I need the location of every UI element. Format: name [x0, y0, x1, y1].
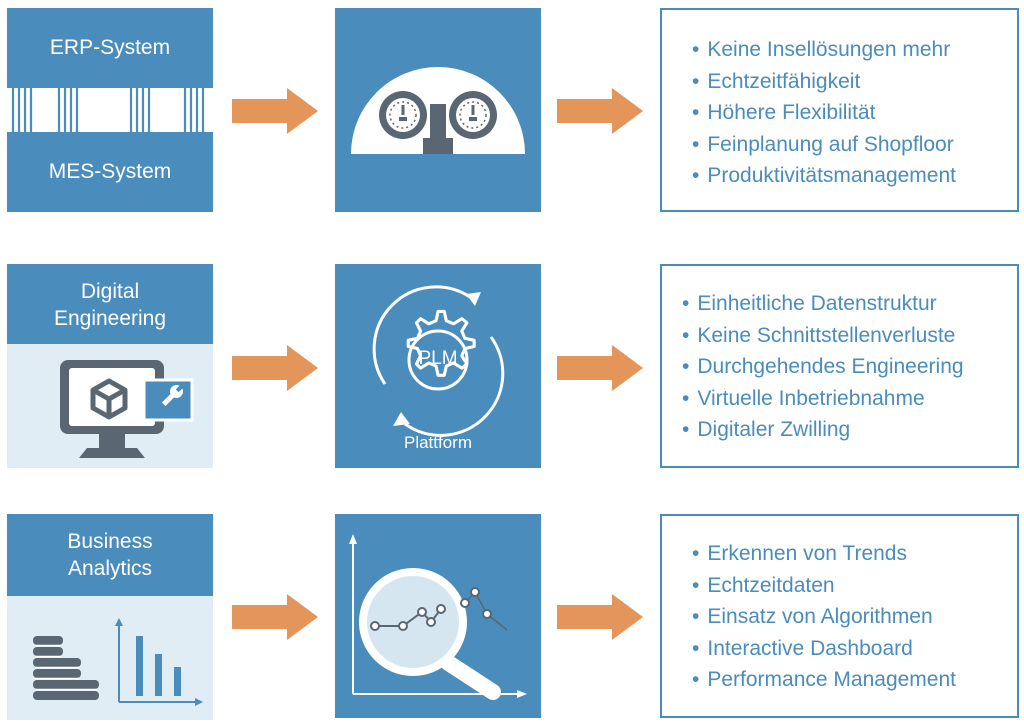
plm-platform-box: PLM Plattform [335, 264, 541, 468]
mes-system-box: MES-System [7, 132, 213, 212]
mes-system-label: MES-System [48, 160, 172, 183]
plattform-label: Plattform [403, 433, 473, 452]
benefit-item: Feinplanung auf Shopfloor [692, 129, 956, 161]
benefit-item: Höhere Flexibilität [692, 97, 956, 129]
digital-engineering-block: Digital Engineering [7, 264, 213, 468]
arrow-right-icon [557, 594, 643, 640]
benefit-item: Keine Insellösungen mehr [692, 34, 956, 66]
benefits-list: Einheitliche Datenstruktur Keine Schnitt… [682, 288, 964, 446]
business-analytics-header: Business Analytics [7, 514, 213, 596]
coins-bar-chart-icon [33, 618, 203, 706]
benefit-item: Performance Management [692, 664, 956, 696]
benefit-item: Erkennen von Trends [692, 538, 956, 570]
benefits-box: Erkennen von Trends Echtzeitdaten Einsat… [660, 514, 1019, 718]
benefits-box: Keine Insellösungen mehr Echtzeitfähigke… [660, 8, 1019, 212]
erp-system-box: ERP-System [7, 8, 213, 88]
arrow-right-icon [232, 345, 318, 391]
benefit-item: Digitaler Zwilling [682, 414, 964, 446]
digital-engineering-title: Digital Engineering [53, 280, 167, 330]
benefit-item: Virtuelle Inbetriebnahme [682, 383, 964, 415]
arrow-right-icon [232, 88, 318, 134]
erp-system-label: ERP-System [49, 36, 171, 59]
benefit-item: Interactive Dashboard [692, 633, 956, 665]
benefit-item: Einsatz von Algorithmen [692, 601, 956, 633]
magnifier-chart-icon [349, 534, 527, 700]
connection-lines-icon [11, 88, 205, 132]
gauge-dashboard-icon [351, 67, 525, 154]
erp-mes-block: ERP-System MES-System [7, 8, 213, 212]
benefit-item: Echtzeitfähigkeit [692, 66, 956, 98]
benefits-list: Erkennen von Trends Echtzeitdaten Einsat… [692, 538, 956, 696]
gear-cycle-icon [372, 285, 505, 437]
business-analytics-title: Business Analytics [67, 530, 153, 580]
benefit-item: Keine Schnittstellenverluste [682, 320, 964, 352]
digital-engineering-icon-area [7, 344, 213, 468]
arrow-right-icon [232, 594, 318, 640]
row-erp-mes: ERP-System MES-System [0, 0, 1024, 216]
arrow-right-icon [557, 345, 643, 391]
business-analytics-icon-area [7, 596, 213, 720]
benefit-item: Echtzeitdaten [692, 570, 956, 602]
benefit-item: Einheitliche Datenstruktur [682, 288, 964, 320]
digital-engineering-header: Digital Engineering [7, 264, 213, 344]
row-digital-engineering: Digital Engineering [0, 0, 1024, 470]
monitor-cube-wrench-icon [60, 360, 194, 458]
benefits-list: Keine Insellösungen mehr Echtzeitfähigke… [692, 34, 956, 192]
arrow-right-icon [557, 88, 643, 134]
plm-label: PLM [418, 348, 458, 369]
benefit-item: Durchgehendes Engineering [682, 351, 963, 383]
benefits-box: Einheitliche Datenstruktur Keine Schnitt… [660, 264, 1019, 468]
business-analytics-block: Business Analytics [7, 514, 213, 720]
magnifier-chart-box [335, 514, 541, 718]
benefit-item: Produktivitätsmanagement [692, 160, 956, 192]
gauge-dashboard-box [335, 8, 541, 212]
